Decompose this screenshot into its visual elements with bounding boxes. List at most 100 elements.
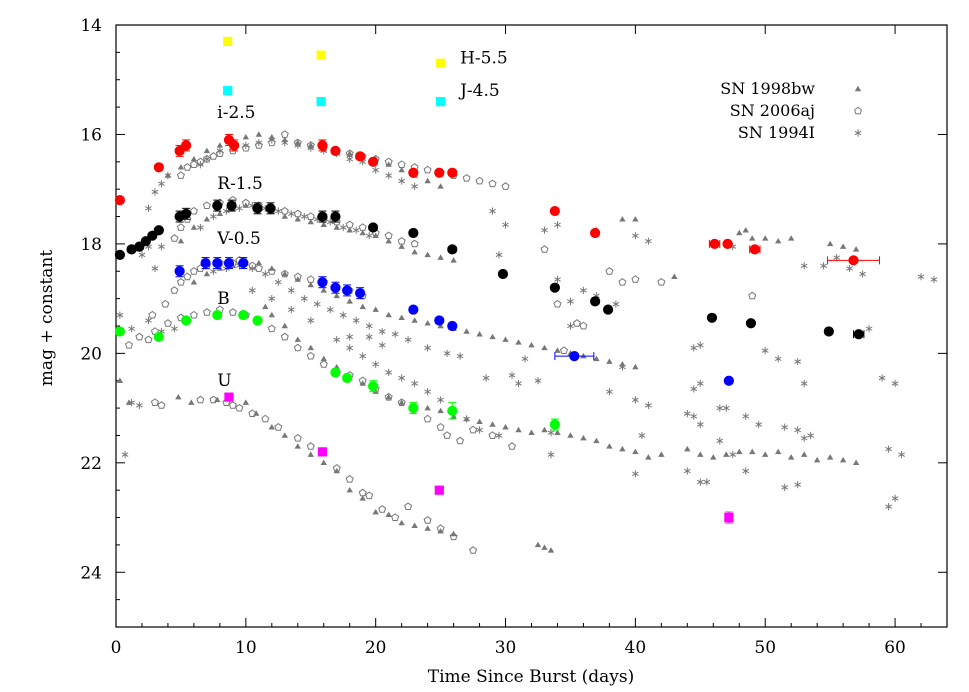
data-point: [212, 200, 223, 211]
data-point: [372, 508, 379, 515]
data-point: [852, 459, 860, 466]
data-point: [391, 330, 399, 338]
data-point: [280, 332, 289, 341]
series-sn-1998bw: [116, 131, 860, 553]
legend-asterisk-icon: [854, 129, 862, 137]
data-point: [696, 420, 704, 429]
data-point: [553, 299, 562, 308]
data-point: [397, 160, 406, 168]
data-point: [359, 303, 366, 310]
data-point: [762, 235, 769, 241]
data-point: [274, 422, 283, 431]
data-point: [281, 213, 288, 219]
data-point: [398, 166, 405, 173]
data-point: [320, 221, 327, 227]
data-point: [398, 314, 405, 321]
data-point: [293, 433, 302, 442]
data-point: [476, 418, 483, 425]
data-point: [800, 434, 808, 442]
data-point: [189, 267, 198, 275]
data-point: [736, 448, 743, 455]
data-point: [151, 188, 159, 196]
data-point: [424, 251, 431, 258]
data-point: [501, 182, 510, 190]
data-point: [196, 395, 205, 404]
data-point: [358, 223, 367, 231]
data-point: [549, 205, 560, 217]
data-point: [253, 410, 260, 416]
x-tick-label: 20: [365, 638, 387, 658]
data-point: [384, 392, 393, 401]
data-point: [447, 405, 458, 416]
data-point: [463, 415, 470, 423]
data-point: [706, 312, 718, 323]
data-point: [567, 322, 574, 330]
data-point: [339, 223, 347, 232]
data-point: [385, 368, 393, 377]
data-point: [891, 379, 899, 388]
data-point: [638, 431, 646, 440]
data-point: [248, 286, 256, 294]
data-point: [330, 145, 341, 156]
series-b: [114, 309, 560, 431]
data-point: [742, 467, 750, 475]
data-point: [163, 319, 172, 327]
data-point: [436, 97, 446, 107]
legend-entry-label: SN 2006aj: [730, 101, 815, 120]
data-point: [729, 451, 737, 459]
data-point: [181, 315, 192, 326]
data-point: [775, 448, 782, 455]
data-point: [385, 171, 393, 180]
data-point: [541, 226, 548, 234]
data-point: [359, 229, 366, 236]
data-point: [372, 166, 380, 174]
data-point: [411, 379, 419, 388]
data-point: [865, 325, 873, 333]
data-point: [242, 399, 250, 405]
data-point: [255, 131, 263, 137]
data-point: [820, 262, 828, 270]
series-j-4-5: [223, 86, 446, 107]
data-point: [307, 218, 314, 225]
data-point: [365, 491, 374, 500]
data-point: [313, 300, 321, 308]
data-point: [339, 311, 347, 319]
data-point: [489, 333, 496, 340]
data-point: [222, 207, 230, 215]
legend-entry-label: SN 1998bw: [720, 79, 815, 98]
data-point: [372, 232, 379, 238]
band-labels: H-5.5J-4.5i-2.5R-1.5V-0.5BU: [216, 48, 507, 391]
data-point: [203, 147, 211, 154]
data-point: [333, 467, 340, 474]
data-point: [359, 495, 366, 501]
data-point: [358, 488, 367, 497]
data-point: [787, 454, 795, 460]
data-point: [317, 140, 328, 151]
data-point: [384, 231, 393, 240]
data-point: [121, 451, 129, 459]
data-point: [294, 216, 301, 222]
data-point: [826, 240, 834, 247]
data-point: [346, 150, 353, 156]
data-point: [619, 445, 626, 452]
data-point: [447, 167, 458, 178]
data-point: [722, 404, 730, 412]
y-tick-label: 20: [80, 344, 102, 364]
data-point: [632, 232, 639, 240]
data-point: [242, 202, 250, 208]
data-point: [508, 371, 516, 379]
data-point: [781, 423, 789, 431]
data-point: [482, 374, 490, 382]
data-point: [437, 396, 444, 404]
data-point: [606, 358, 613, 364]
data-point: [281, 270, 288, 277]
data-point: [436, 524, 445, 532]
data-point: [671, 273, 678, 279]
data-point: [153, 331, 164, 343]
data-point: [398, 243, 405, 249]
data-point: [800, 451, 808, 457]
data-point: [114, 326, 125, 337]
data-point: [116, 311, 124, 319]
data-point: [408, 167, 419, 178]
